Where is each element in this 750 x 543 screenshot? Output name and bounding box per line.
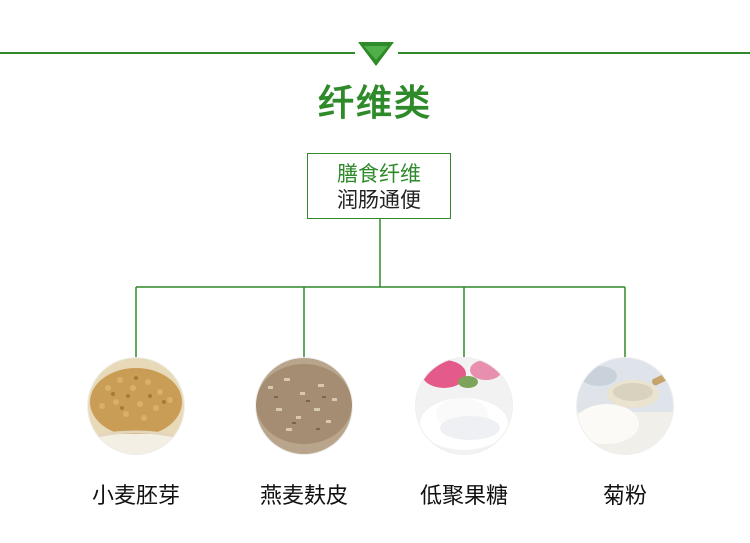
inulin-image xyxy=(577,358,673,454)
dietary-fiber-title: 膳食纤维 xyxy=(337,162,421,186)
triangle-down-icon xyxy=(356,40,396,70)
wheat-germ-image xyxy=(88,358,184,454)
item-label: 菊粉 xyxy=(602,484,647,509)
item-oat-bran: 燕麦麸皮 xyxy=(234,358,374,510)
section-title: 纤维类 xyxy=(317,83,432,124)
dietary-fiber-box: 膳食纤维 润肠通便 xyxy=(307,153,451,219)
item-wheat-germ: 小麦胚芽 xyxy=(66,358,206,510)
item-fos: 低聚果糖 xyxy=(394,358,534,510)
oat-bran-image xyxy=(256,358,352,454)
item-label: 小麦胚芽 xyxy=(91,484,180,509)
header-divider-right xyxy=(398,52,750,54)
fos-image xyxy=(416,358,512,454)
item-label: 低聚果糖 xyxy=(419,484,508,509)
header-divider-left xyxy=(0,52,355,54)
dietary-fiber-benefit: 润肠通便 xyxy=(337,188,421,212)
item-inulin: 菊粉 xyxy=(555,358,695,510)
item-label: 燕麦麸皮 xyxy=(259,484,348,509)
